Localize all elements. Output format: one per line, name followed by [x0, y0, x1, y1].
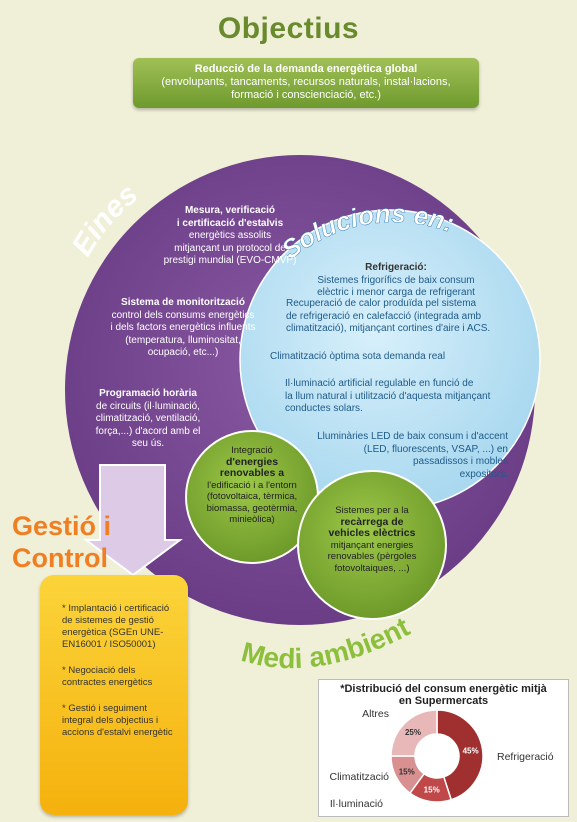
pie-category-label: Refrigeració [497, 751, 554, 763]
vehicles-text: Sistemes per a la recàrrega de vehicles … [327, 505, 417, 574]
vehicles-circle [297, 470, 447, 620]
pie-slice-0 [436, 709, 484, 801]
objective-line3: formació i conscienciació, etc.) [231, 89, 381, 101]
objective-title: Reducció de la demanda energètica global [194, 63, 418, 75]
objective-box: Reducció de la demanda energètica global… [133, 58, 479, 108]
gestio-title: Gestió i Control [12, 511, 112, 573]
pie-value-label: 25% [405, 728, 421, 737]
chart-box: *Distribució del consum energètic mitjà … [318, 679, 569, 817]
gestio-item: * Implantació i certificació de sistemes… [62, 603, 170, 650]
down-arrow [82, 464, 184, 577]
pie-slice-3 [390, 709, 438, 757]
gestio-item: * Gestió i seguiment integral dels objec… [62, 703, 173, 738]
pie-chart: 45% Refrigeració 15% Il·luminació 15% Climati… [329, 708, 554, 810]
gestio-item: * Negociació dels contractes energètics [62, 665, 153, 688]
pie-category-label: Climatització [329, 771, 389, 783]
pie-value-label: 15% [399, 767, 415, 776]
eines-program: Programació horària de circuits (il·lumi… [95, 388, 201, 449]
pie-category-label: Altres [362, 708, 389, 720]
gestio-box [40, 575, 188, 815]
sol-refrigeracio: Refrigeració: Sistemes frigorífics de ba… [317, 262, 475, 298]
sol-led: Lluminàries LED de baix consum i d'accen… [317, 431, 508, 480]
chart-title: *Distribució del consum energètic mitjà … [340, 683, 547, 707]
objective-line2: (envolupants, tancaments, recursos natur… [161, 76, 451, 88]
renovables-text: Integració d'energies renovables a l'edi… [206, 445, 298, 525]
eines-monitor: Sistema de monitorització control dels c… [110, 297, 256, 358]
page-title: Objectius [217, 12, 360, 45]
sol-calor: Recuperació de calor produïda pel sistem… [286, 298, 491, 334]
eines-mesura: Mesura, verificació i certificació d'est… [163, 205, 297, 266]
sol-clima: Climatització òptima sota demanda real [270, 351, 446, 362]
sol-illuminacio: Il·luminació artificial regulable en fun… [285, 378, 491, 414]
pie-value-label: 45% [463, 747, 479, 756]
gestio-list: * Implantació i certificació de sistemes… [62, 603, 180, 739]
pie-value-label: 15% [424, 786, 440, 795]
pie-category-label: Il·luminació [330, 798, 383, 810]
